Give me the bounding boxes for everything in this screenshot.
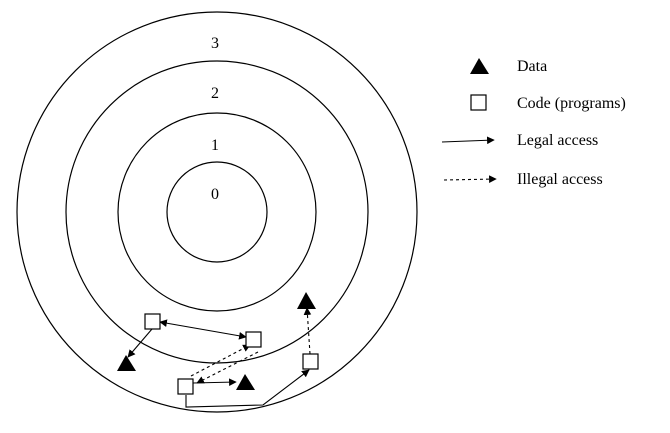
data-triangle-upper-right (297, 292, 316, 309)
ring-label-1: 1 (211, 137, 219, 154)
data-triangle-left (117, 355, 136, 371)
legend-legal-label: Legal access (517, 132, 598, 149)
code-square-a (144, 313, 161, 330)
code-square-d (302, 353, 319, 370)
illegal-arrow-code-b-to-code-c-2 (196, 351, 259, 384)
ring-label-0: 0 (211, 186, 219, 203)
ring-2 (65, 60, 369, 364)
legal-arrow-code-a-code-b (159, 319, 247, 340)
ring-0 (166, 161, 268, 263)
legal-arrow-code-a-to-data-left (127, 328, 153, 358)
code-square-c (177, 378, 194, 395)
legal-arrow-code-c-to-code-d (185, 369, 310, 408)
legend-legal-arrow (441, 136, 495, 145)
legend-data-label: Data (517, 58, 547, 75)
legend-code-icon (470, 94, 487, 111)
illegal-arrow-code-c-to-code-b-1 (190, 344, 251, 377)
ring-label-2: 2 (211, 85, 219, 102)
data-triangle-bottom (236, 374, 255, 390)
legend-illegal-label: Illegal access (517, 171, 603, 188)
ring-1 (117, 112, 317, 312)
ring-3 (16, 11, 418, 413)
legend-code-label: Code (programs) (517, 95, 626, 112)
legal-arrow-code-c-to-data-bottom (192, 378, 237, 387)
code-square-b (245, 331, 262, 348)
ring-label-3: 3 (211, 35, 219, 52)
illegal-arrow-code-d-to-data-upper (303, 307, 312, 355)
legend-illegal-arrow (443, 175, 497, 183)
legend-data-icon (470, 58, 489, 74)
